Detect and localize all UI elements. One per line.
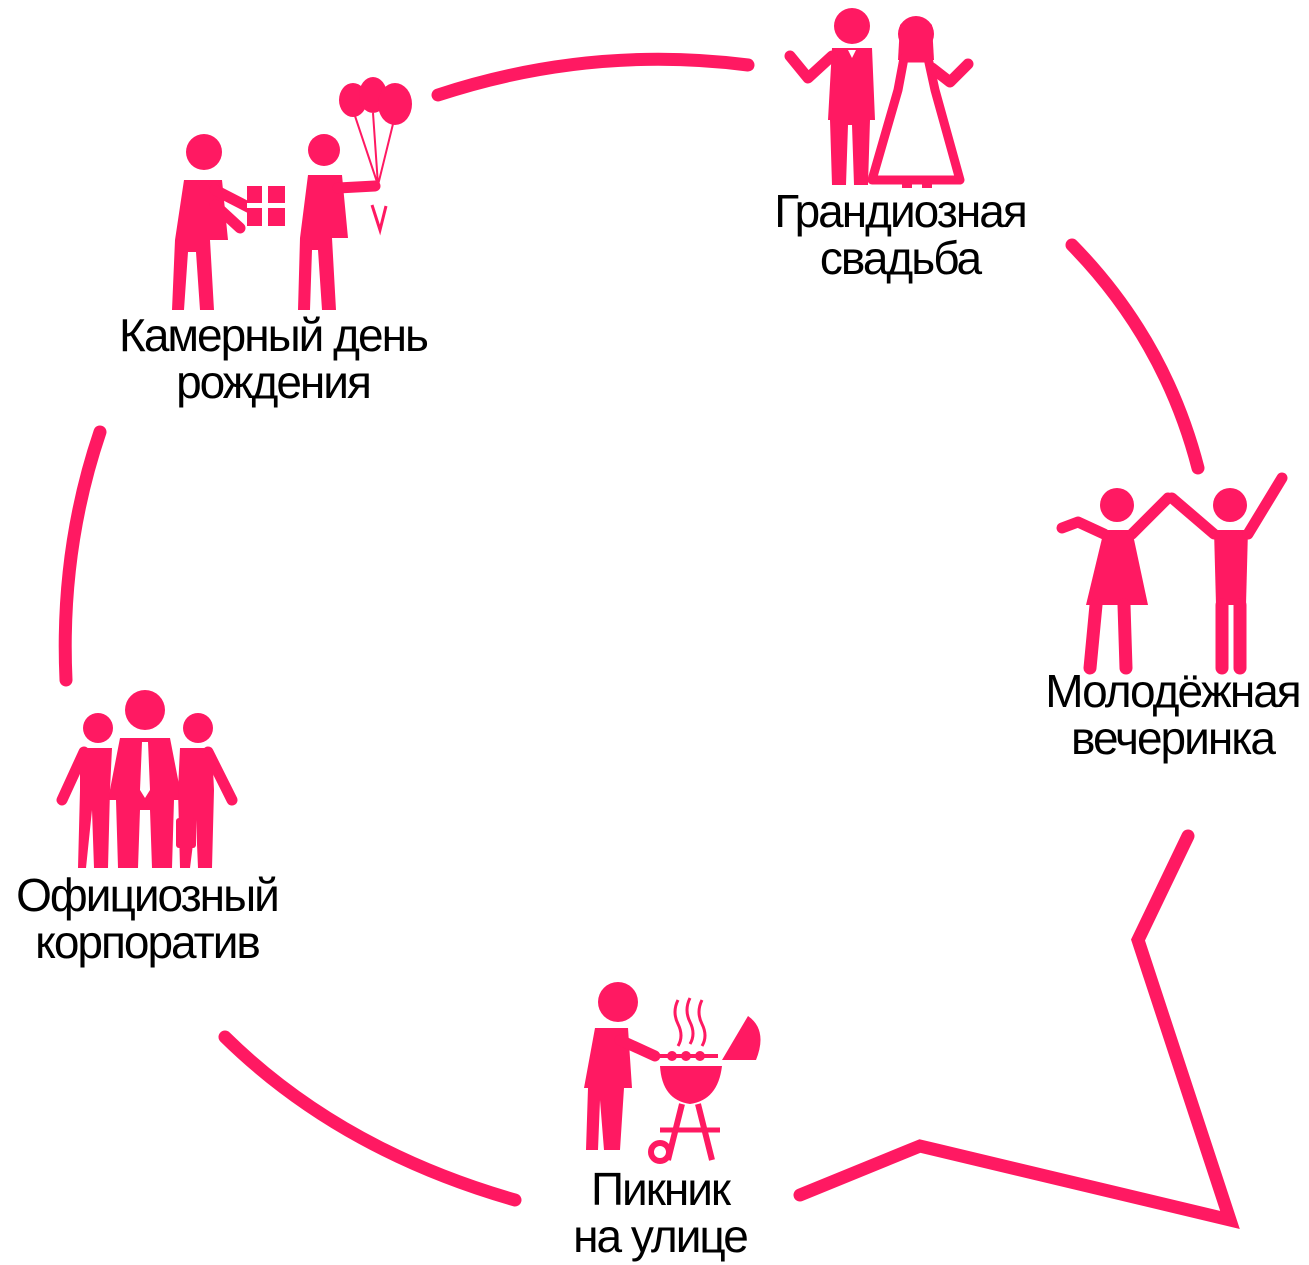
label-birthday-line1: Камерный день [119,309,429,361]
gift-and-balloons-icon [172,77,412,310]
label-wedding-line1: Грандиозная [774,185,1027,237]
bride-and-groom-icon [784,8,974,188]
label-picnic-line1: Пикник [590,1163,731,1215]
arc-corporate-to-birthday [58,425,107,687]
label-party-line2: вечеринка [1071,712,1276,764]
label-birthday: Камерный день рождения [108,312,438,406]
label-birthday-line2: рождения [176,356,372,408]
label-corporate: Официозный корпоратив [2,872,292,966]
label-corporate-line1: Официозный [16,869,280,921]
label-picnic-line2: на улице [573,1210,749,1262]
arc-birthday-to-wedding [431,52,755,102]
label-party-line1: Молодёжная [1045,665,1301,717]
label-party: Молодёжная вечеринка [1036,668,1309,762]
label-wedding: Грандиозная свадьба [760,188,1040,282]
arc-picnic-to-corporate [218,1030,522,1207]
label-wedding-line2: свадьба [819,232,982,284]
label-corporate-line2: корпоратив [35,916,261,968]
arc-wedding-to-party [1065,238,1205,475]
speech-bubble-tail [793,829,1240,1230]
dancing-couple-icon [1056,472,1288,675]
barbecue-grill-icon [584,982,761,1164]
label-picnic: Пикник на улице [540,1166,780,1260]
business-team-icon [56,690,238,868]
